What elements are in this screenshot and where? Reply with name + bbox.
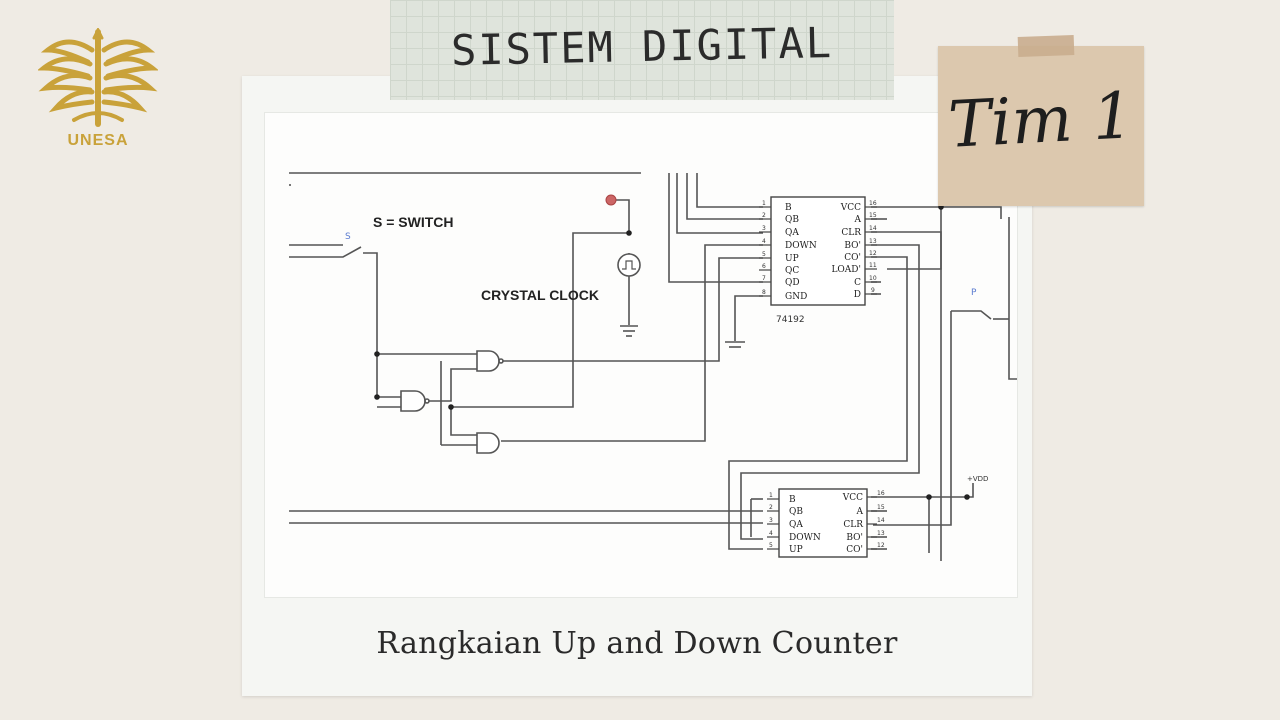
chip2-left-pin: UP xyxy=(789,545,803,555)
chip1-right-pin: C xyxy=(854,278,861,288)
chip1-pin-number: 4 xyxy=(762,238,766,245)
chip1-pin-number: 9 xyxy=(871,287,875,294)
chip1-left-pin: B xyxy=(785,203,792,213)
page-title: SISTEM DIGITAL xyxy=(450,18,834,75)
chip1-right-pin: BO' xyxy=(844,241,861,251)
switch-p-label: P xyxy=(971,288,977,298)
chip1-left-pin: QD xyxy=(785,278,800,288)
chip1-right-pin: A xyxy=(854,215,862,225)
team-label: Tim 1 xyxy=(947,79,1136,163)
chip1-pin-number: 8 xyxy=(762,289,766,296)
chip1-pin-number: 6 xyxy=(762,263,766,270)
chip1-left-pin: UP xyxy=(785,254,799,264)
chip1-right-pin: CLR xyxy=(841,228,861,238)
chip2-pin-number: 1 xyxy=(769,492,773,499)
chip1-right-pin: LOAD' xyxy=(831,265,861,275)
chip1-pin-number: 12 xyxy=(869,250,877,257)
chip2-pin-number: 12 xyxy=(877,542,885,549)
chip2-pin-number: 3 xyxy=(769,517,773,524)
chip1-pin-number: 1 xyxy=(762,200,766,207)
chip1-pin-number: 5 xyxy=(762,251,766,258)
chip2-left-pin: DOWN xyxy=(789,533,821,543)
chip1-pin-number: 11 xyxy=(869,262,877,269)
chip2-pin-number: 13 xyxy=(877,530,885,537)
title-note: SISTEM DIGITAL xyxy=(390,0,894,100)
chip-74192-bottom xyxy=(778,488,868,558)
chip1-left-pin: QB xyxy=(785,215,799,225)
chip-74192-top xyxy=(770,196,866,306)
chip1-pin-number: 14 xyxy=(869,225,877,232)
switch-s-label: S xyxy=(345,232,351,242)
chip1-pin-number: 15 xyxy=(869,212,877,219)
chip1-pin-number: 3 xyxy=(762,225,766,232)
chip1-pin-number: 16 xyxy=(869,200,877,207)
diagram-caption: Rangkaian Up and Down Counter xyxy=(376,626,898,661)
chip1-left-pin: QA xyxy=(785,228,799,238)
switch-legend-label: S = SWITCH xyxy=(373,214,454,230)
chip2-pin-number: 2 xyxy=(769,504,773,511)
logo-text: UNESA xyxy=(67,132,129,149)
chip2-pin-number: 14 xyxy=(877,517,885,524)
chip2-pin-number: 4 xyxy=(769,530,773,537)
chip2-left-pin: QB xyxy=(789,507,803,517)
tape-strip xyxy=(1017,35,1075,57)
unesa-logo: UNESA xyxy=(36,26,160,152)
vdd-label: +VDD xyxy=(967,475,988,483)
chip1-pin-number: 2 xyxy=(762,212,766,219)
team-note-art: Tim 1 xyxy=(947,79,1136,163)
chip2-pin-number: 15 xyxy=(877,504,885,511)
chip1-pin-number: 13 xyxy=(869,238,877,245)
chip1-right-pin: CO' xyxy=(844,253,861,263)
chip2-right-pin: BO' xyxy=(846,533,863,543)
chip2-pin-number: 5 xyxy=(769,542,773,549)
chip1-left-pin: GND xyxy=(785,292,807,302)
chip2-right-pin: A xyxy=(856,507,864,517)
chip2-right-pin: VCC xyxy=(842,493,863,503)
chip2-pin-number: 16 xyxy=(877,490,885,497)
chip2-right-pin: CLR xyxy=(843,520,863,530)
chip-name-label: 74192 xyxy=(776,315,805,325)
chip1-pin-number: 10 xyxy=(869,275,877,282)
garuda-wings-icon xyxy=(36,26,160,127)
chip1-left-pin: DOWN xyxy=(785,241,817,251)
circuit-schematic: B QB QA DOWN UP QC QD GND VCC A CLR BO' … xyxy=(289,172,1017,561)
chip1-right-pin: D xyxy=(854,290,861,300)
chip1-pin-number: 7 xyxy=(762,275,766,282)
chip2-left-pin: B xyxy=(789,495,796,505)
chip1-left-pin: QC xyxy=(785,266,799,276)
chip2-left-pin: QA xyxy=(789,520,803,530)
chip1-right-pin: VCC xyxy=(840,203,861,213)
team-note: Tim 1 xyxy=(938,46,1144,206)
chip2-right-pin: CO' xyxy=(846,545,863,555)
crystal-clock-label: CRYSTAL CLOCK xyxy=(481,287,599,303)
circuit-diagram: B QB QA DOWN UP QC QD GND VCC A CLR BO' … xyxy=(264,112,1018,598)
